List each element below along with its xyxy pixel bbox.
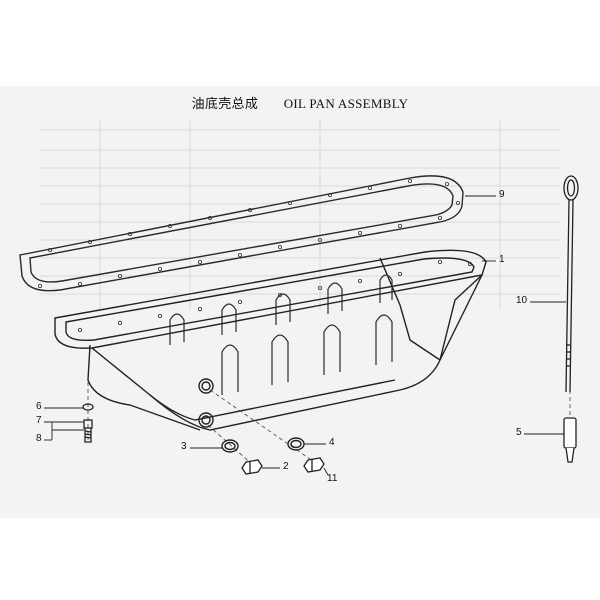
assembly-axes (87, 382, 571, 467)
callout-1: 1 (499, 254, 505, 265)
title-chinese: 油底壳总成 (191, 96, 259, 111)
callout-10: 10 (516, 295, 528, 306)
callout-6: 6 (36, 401, 42, 412)
callout-8: 8 (36, 433, 42, 444)
callout-3: 3 (181, 441, 187, 452)
pan-flange-holes (78, 259, 472, 332)
callout-5: 5 (516, 427, 522, 438)
oil-pan-gasket (19, 175, 464, 292)
pan-ribs (169, 274, 393, 395)
dipstick (563, 175, 579, 393)
dipstick-tube (563, 417, 577, 463)
drain-ports (198, 378, 214, 428)
callout-4: 4 (329, 437, 335, 448)
callout-2: 2 (283, 461, 289, 472)
page-title: 油底壳总成 OIL PAN ASSEMBLY (0, 93, 600, 112)
oil-pan (54, 249, 487, 431)
drain-plugs (241, 457, 325, 475)
callout-11: 11 (327, 473, 338, 484)
callout-leaders (44, 195, 566, 476)
callout-9: 9 (499, 189, 505, 200)
gasket-bolt-holes (38, 178, 460, 288)
bolt-and-washer (82, 403, 94, 443)
callout-7: 7 (36, 415, 42, 426)
seal-rings (221, 437, 305, 453)
title-english: OIL PAN ASSEMBLY (283, 96, 409, 111)
